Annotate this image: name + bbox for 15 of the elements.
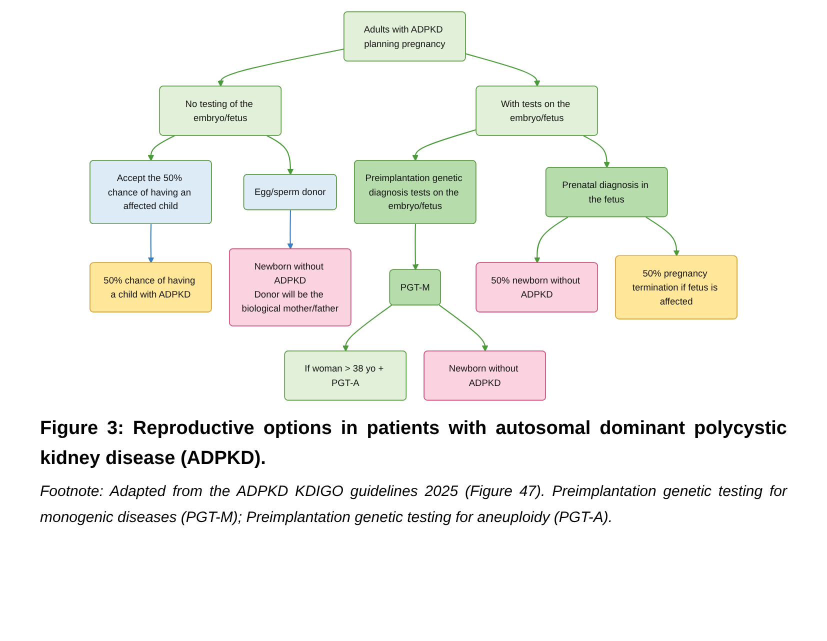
arrow xyxy=(412,129,477,162)
arrow xyxy=(534,216,568,264)
arrow xyxy=(287,210,294,250)
arrow xyxy=(148,135,175,162)
arrow xyxy=(342,304,392,352)
arrow xyxy=(438,304,488,352)
arrow xyxy=(217,48,344,87)
figure-caption: Figure 3: Reproductive options in patients with autosomal dominant polycystic kidney disease (ADPKD). xyxy=(40,417,787,472)
arrow xyxy=(412,224,419,270)
arrow xyxy=(583,135,610,168)
arrow xyxy=(148,224,154,264)
footnote: Footnote: Adapted from the ADPKD KDIGO guidelines 2025 (Figure 47). Preimplantation genetic testing for monogenic diseases (PGT-M); Preimplantation genetic testing for aneuploidy (PGT-A). xyxy=(40,482,787,528)
arrow xyxy=(266,135,294,175)
arrow xyxy=(646,216,680,256)
arrow xyxy=(466,53,540,87)
